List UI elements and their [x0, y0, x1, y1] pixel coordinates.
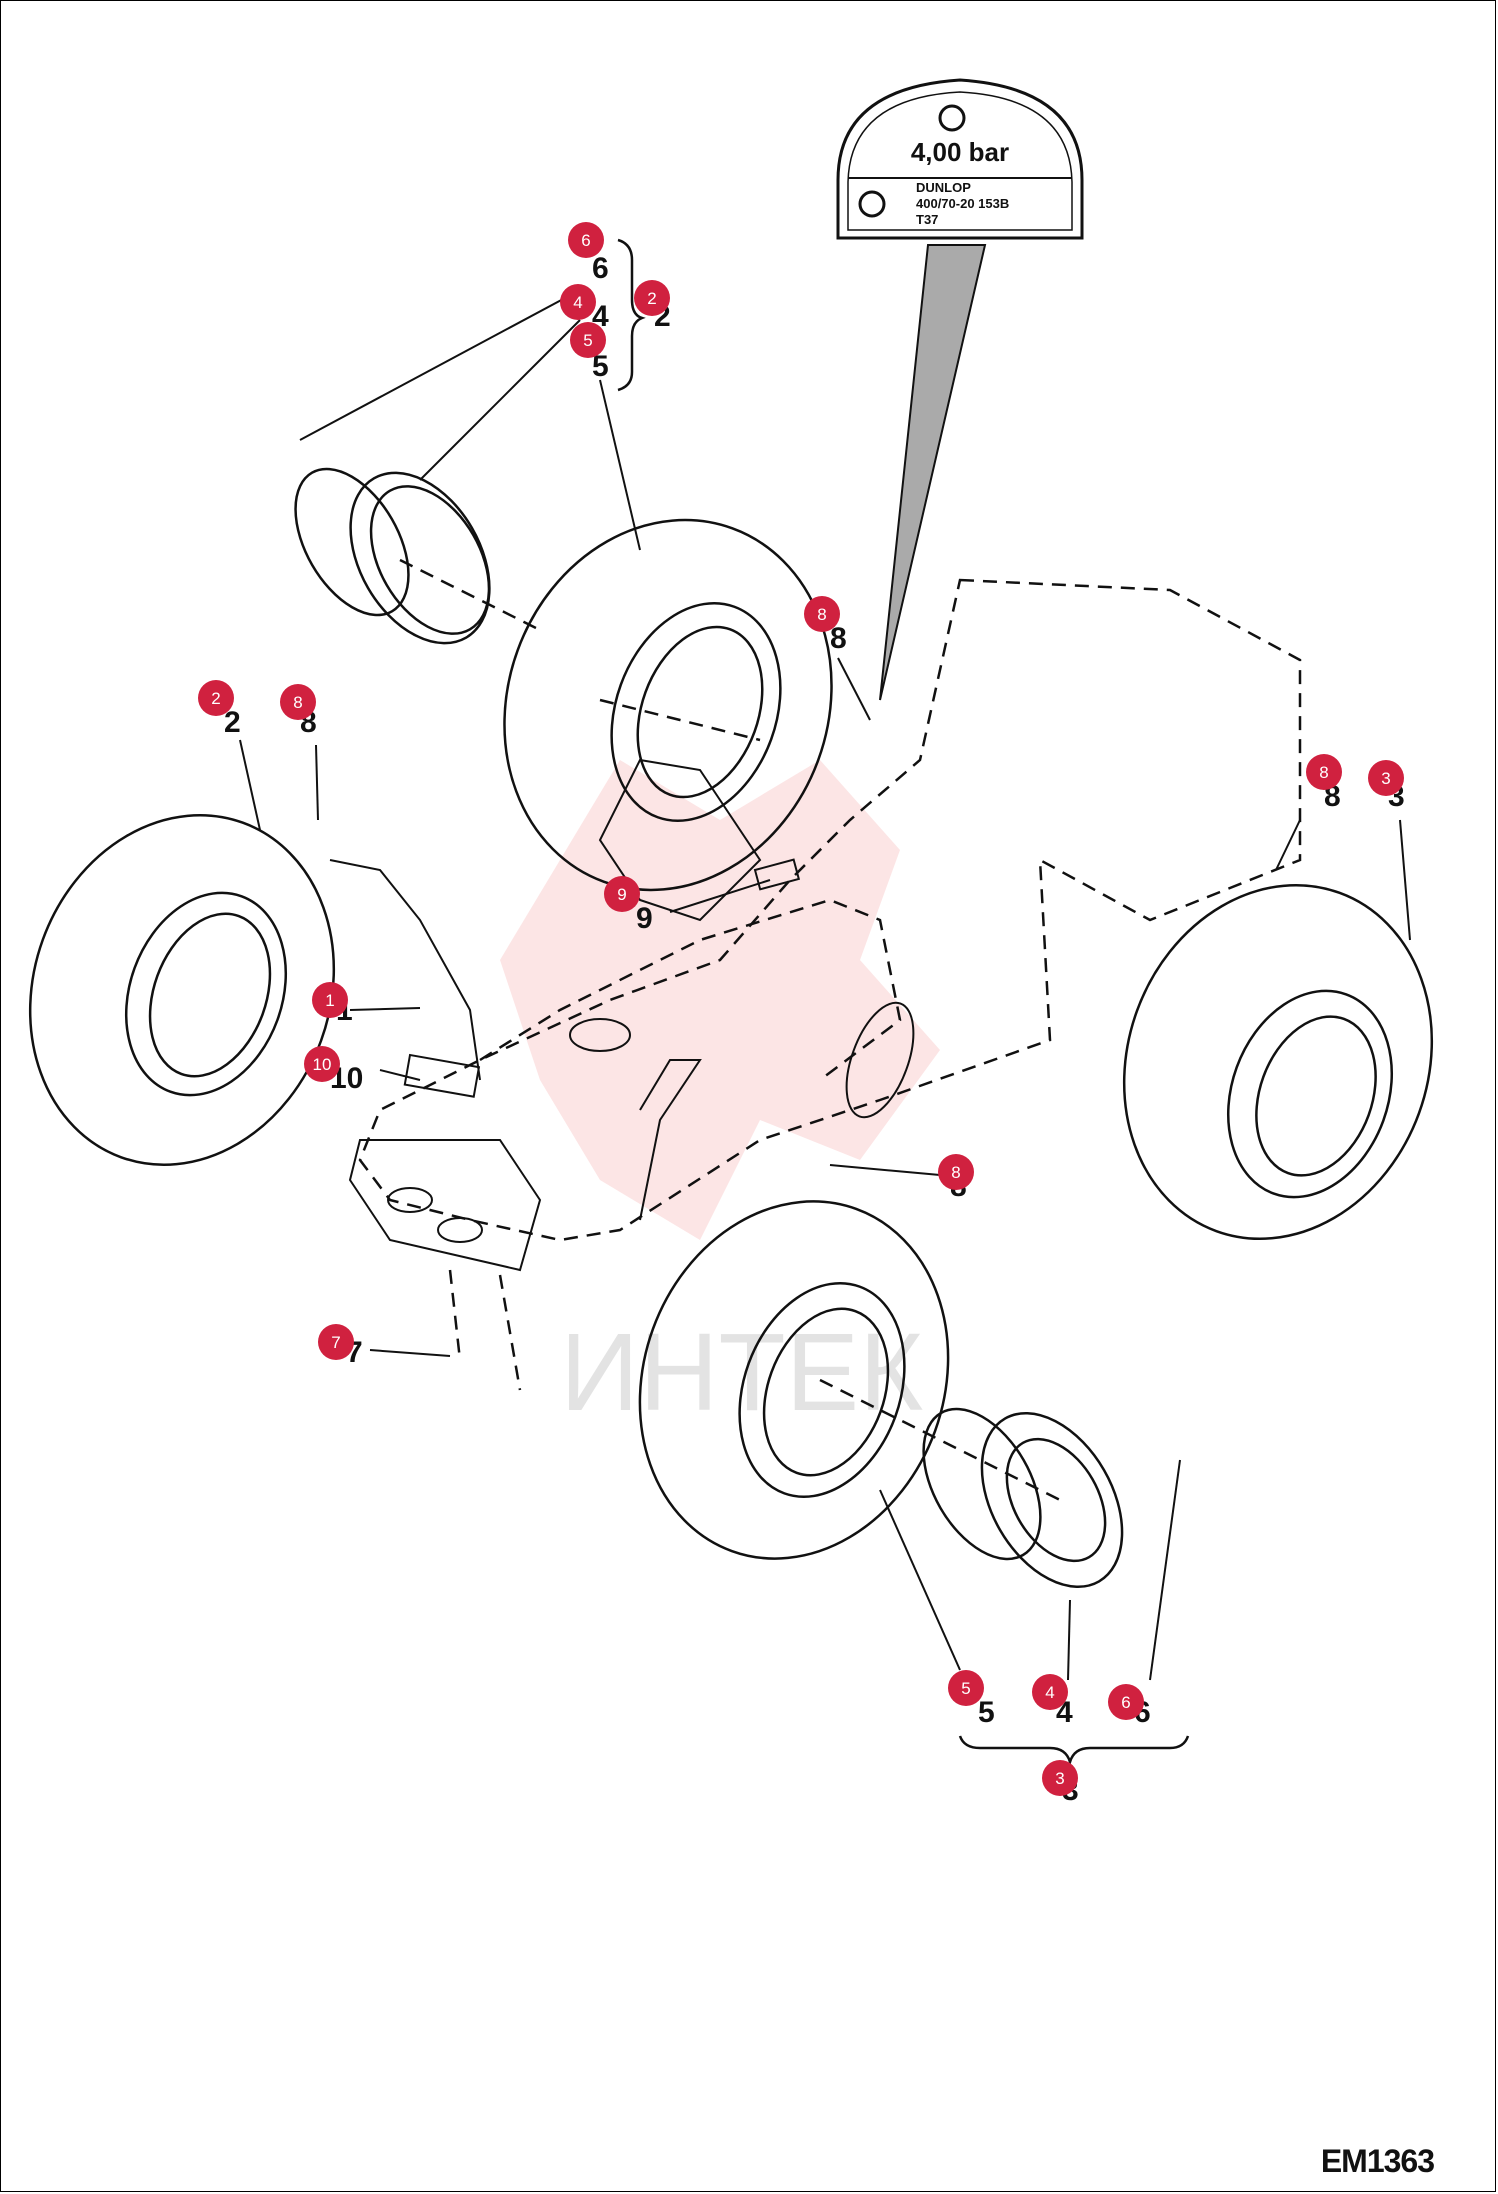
- tire-front-left: [28, 813, 336, 1167]
- svg-text:8: 8: [1319, 763, 1328, 782]
- watermark-logo: [500, 760, 940, 1240]
- svg-text:7: 7: [331, 1333, 340, 1352]
- svg-text:9: 9: [617, 885, 626, 904]
- callout-4-top: 4: [560, 284, 596, 320]
- tire-pressure-label: 4,00 bar DUNLOP 400/70-20 153B T37: [836, 78, 1084, 701]
- svg-text:8: 8: [951, 1163, 960, 1182]
- svg-text:2: 2: [647, 289, 656, 308]
- tire-brand: DUNLOP: [916, 180, 971, 195]
- callout-5-top: 5: [570, 322, 606, 358]
- tire-front-right: [638, 1200, 950, 1560]
- chassis-frame: [329, 578, 1302, 1272]
- tire-code: T37: [916, 212, 938, 227]
- callout-1: 1: [312, 982, 348, 1018]
- callout-6-bottom: 6: [1108, 1684, 1144, 1720]
- callout-8-left: 8: [280, 684, 316, 720]
- rim-front-right: [819, 1378, 1124, 1589]
- callout-10: 10: [304, 1046, 340, 1082]
- bracket-bottom: [958, 1735, 1190, 1767]
- part-label-9: 9: [636, 902, 653, 935]
- svg-text:4: 4: [1045, 1683, 1054, 1702]
- svg-text:10: 10: [313, 1055, 332, 1074]
- callout-2-left: 2: [198, 680, 234, 716]
- svg-text:4: 4: [573, 293, 582, 312]
- callout-9: 9: [604, 876, 640, 912]
- callout-7: 7: [318, 1324, 354, 1360]
- label-pointer: [879, 244, 987, 701]
- svg-text:6: 6: [581, 231, 590, 250]
- part-label-5-top: 5: [592, 350, 609, 383]
- leader-lines: [239, 289, 1411, 1681]
- svg-text:1: 1: [325, 991, 334, 1010]
- svg-text:5: 5: [583, 331, 592, 350]
- callout-2-group: 2: [634, 280, 670, 316]
- watermark-text: ИНТЕК: [560, 1311, 923, 1434]
- callout-8-top: 8: [804, 596, 840, 632]
- callout-8-bottom: 8: [938, 1154, 974, 1190]
- svg-text:2: 2: [211, 689, 220, 708]
- part-label-5-bottom: 5: [978, 1696, 995, 1729]
- callout-4-bottom: 4: [1032, 1674, 1068, 1710]
- tire-rear-left: [503, 518, 833, 892]
- bracket-top: [617, 238, 646, 392]
- svg-text:8: 8: [293, 693, 302, 712]
- part-label-6-top: 6: [592, 252, 609, 285]
- tire-brand-icon: [858, 190, 886, 218]
- diagram-code: EM1363: [1320, 2143, 1435, 2179]
- tire-icon: [938, 104, 966, 132]
- callout-markers: 6 4 5 2 2 8 8 8 3 9 1 10 8 7 5 4 6 3: [198, 222, 1404, 1796]
- callout-3-right: 3: [1368, 760, 1404, 796]
- svg-text:3: 3: [1055, 1769, 1064, 1788]
- part-label-2-left: 2: [224, 706, 241, 739]
- tire-size: 400/70-20 153B: [916, 196, 1009, 211]
- callout-8-right: 8: [1306, 754, 1342, 790]
- callout-6-top: 6: [568, 222, 604, 258]
- svg-text:8: 8: [817, 605, 826, 624]
- tire-rear-right: [1122, 883, 1434, 1241]
- tire-pressure-value: 4,00 bar: [911, 137, 1009, 167]
- part-label-8-top: 8: [830, 622, 847, 655]
- svg-text:5: 5: [961, 1679, 970, 1698]
- svg-text:3: 3: [1381, 769, 1390, 788]
- svg-text:6: 6: [1121, 1693, 1130, 1712]
- callout-5-bottom: 5: [948, 1670, 984, 1706]
- rim-front-left: [294, 467, 541, 645]
- callout-3-group: 3: [1042, 1760, 1078, 1796]
